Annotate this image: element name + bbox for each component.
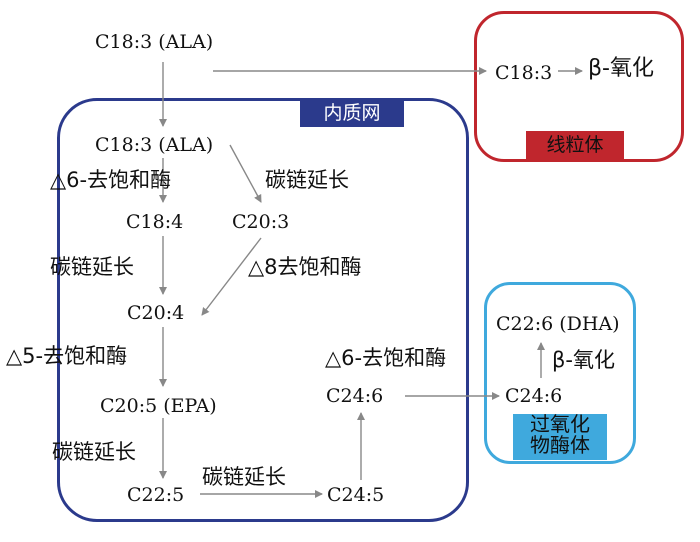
node-mito-c183: C18:3 [495, 62, 553, 84]
arrow-ala-to-c203 [229, 144, 262, 203]
node-ala-er: C18:3 (ALA) [95, 134, 214, 156]
step-elongation-4: 碳链延长 [202, 465, 286, 489]
node-c184: C18:4 [126, 211, 184, 233]
node-c246-peroxisome: C24:6 [505, 385, 563, 407]
step-elongation-2: 碳链延长 [50, 255, 134, 279]
step-delta8-desaturase: △8去饱和酶 [248, 255, 362, 279]
step-elongation-3: 碳链延长 [52, 440, 136, 464]
step-elongation-1: 碳链延长 [265, 168, 349, 192]
node-c246-er: C24:6 [326, 385, 384, 407]
node-c205-epa: C20:5 (EPA) [100, 395, 217, 417]
er-region [57, 98, 469, 522]
node-c245: C24:5 [327, 484, 385, 506]
peroxisome-tag-line1: 过氧化 [530, 412, 590, 436]
peroxisome-region [484, 282, 636, 464]
node-mito-beta-oxidation: β-氧化 [588, 56, 654, 81]
step-delta5-desaturase: △5-去饱和酶 [6, 344, 128, 368]
step-beta-oxidation-peroxisome: β-氧化 [552, 348, 615, 372]
er-tag: 内质网 [300, 99, 404, 127]
peroxisome-tag-line2: 物酶体 [530, 433, 590, 457]
peroxisome-tag: 过氧化 物酶体 [513, 414, 607, 460]
node-c225: C22:5 [127, 484, 185, 506]
node-dha: C22:6 (DHA) [496, 313, 620, 335]
mitochondria-region [474, 11, 684, 162]
node-ala-top: C18:3 (ALA) [95, 31, 214, 53]
node-c204: C20:4 [127, 302, 185, 324]
arrow-c203-to-c204 [201, 237, 262, 316]
node-c203: C20:3 [232, 211, 290, 233]
step-delta6-desaturase-2: △6-去饱和酶 [325, 346, 447, 370]
step-delta6-desaturase-1: △6-去饱和酶 [50, 168, 172, 192]
mitochondria-tag: 线粒体 [526, 131, 624, 159]
